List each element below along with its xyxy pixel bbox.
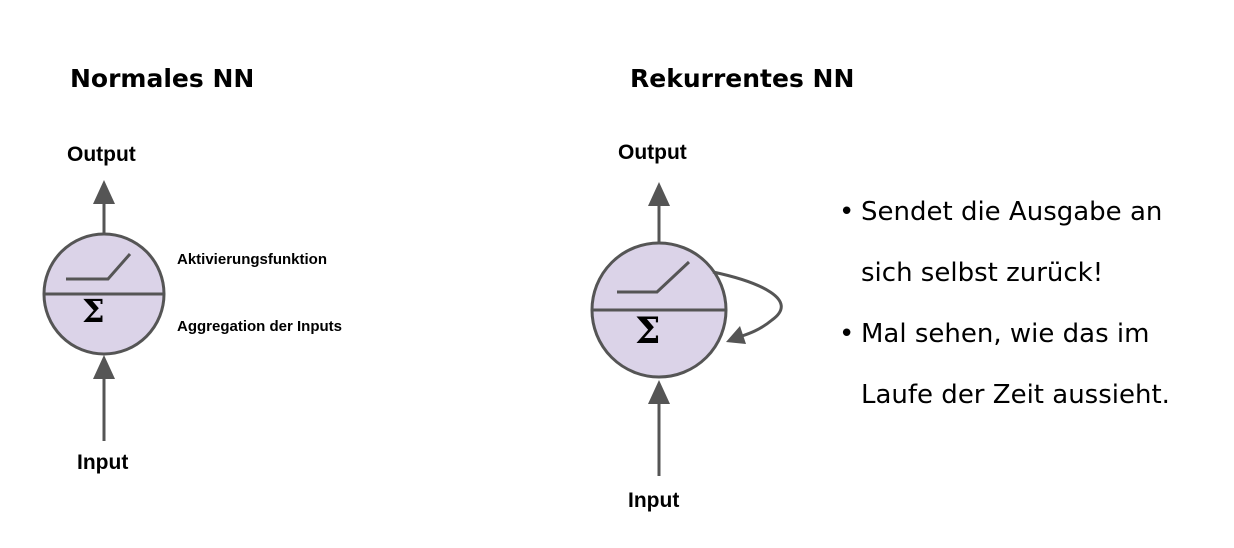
bullet-item-2-line-1: • Mal sehen, wie das im [839,304,1149,365]
right-output-label: Output [618,141,687,164]
aggregation-label: Aggregation der Inputs [177,318,342,335]
right-input-arrow [648,380,670,476]
bullet-item-1-line-2: sich selbst zurück! [861,258,1104,288]
left-output-label: Output [67,143,136,166]
bullet-item-1-line-1: • Sendet die Ausgabe an [839,182,1162,243]
left-title: Normales NN [70,64,255,93]
recurrent-loop-arrow [712,270,783,344]
activation-function-label: Aktivierungsfunktion [177,251,328,268]
bullet-item-2-line-2: Laufe der Zeit aussieht. [861,380,1170,410]
left-input-label: Input [77,451,129,474]
right-output-arrow [648,182,670,243]
right-input-label: Input [628,489,680,512]
bullet-dot-2: • [839,319,855,349]
left-sigma-symbol: Σ [82,292,105,330]
left-output-arrow [93,180,115,234]
left-activation-icon [66,253,132,281]
right-title: Rekurrentes NN [630,64,855,93]
right-sigma-symbol: Σ [635,310,661,352]
right-activation-icon [617,260,691,294]
right-neuron [590,241,728,379]
left-input-arrow [93,355,115,441]
bullet-dot-1: • [839,197,855,227]
